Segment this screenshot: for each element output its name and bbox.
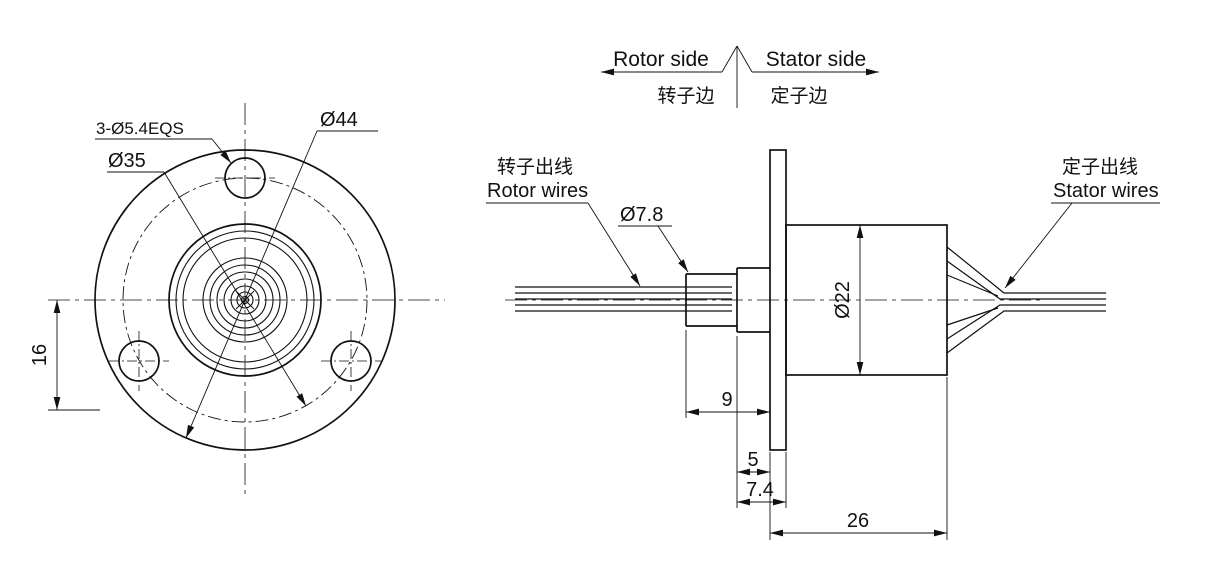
rotor-side-label: Rotor side bbox=[613, 48, 709, 71]
flange-outline-circle bbox=[94, 149, 396, 451]
bolt-circle bbox=[122, 177, 368, 423]
flange-offset-label: 5 bbox=[747, 449, 758, 471]
bolt-holes-callout: 3-Ø5.4EQS bbox=[95, 119, 232, 164]
bolt-circle-leader bbox=[163, 171, 307, 407]
offset-dimension: 16 bbox=[29, 300, 100, 411]
bolt-holes bbox=[109, 157, 381, 391]
rotor-wires-leader bbox=[587, 202, 641, 287]
shaft-collar bbox=[736, 267, 770, 333]
shaft-dia-label: Ø7.8 bbox=[620, 204, 663, 226]
body-rings bbox=[168, 223, 322, 377]
bolt-holes-label: 3-Ø5.4EQS bbox=[96, 119, 184, 138]
side-indicator: Rotor side Stator side 转子边 定子边 bbox=[601, 45, 879, 108]
stator-side-label-zh: 定子边 bbox=[770, 85, 827, 107]
flange-offset-dimension: 5 bbox=[736, 336, 770, 508]
offset-dim-label: 16 bbox=[29, 344, 51, 366]
rotor-wires-label: Rotor wires bbox=[487, 180, 588, 202]
rotor-wires-label-zh: 转子出线 bbox=[497, 156, 573, 178]
stator-body bbox=[785, 224, 948, 376]
body-length-label: 26 bbox=[847, 510, 869, 532]
flange-total-dimension: 7.4 bbox=[737, 452, 787, 508]
front-view: 3-Ø5.4EQS Ø35 Ø44 16 bbox=[29, 103, 445, 497]
side-view: Rotor side Stator side 转子边 定子边 bbox=[486, 45, 1160, 540]
rotor-side-label-zh: 转子边 bbox=[657, 85, 714, 107]
rotor-wires-callout: 转子出线 Rotor wires bbox=[486, 156, 641, 287]
shaft-length-label: 9 bbox=[721, 389, 732, 411]
bolt-circle-dia-label: Ø35 bbox=[108, 150, 146, 172]
stator-wires bbox=[946, 246, 1106, 354]
rotor-shaft bbox=[685, 273, 737, 327]
body-dia-label: Ø22 bbox=[832, 281, 854, 319]
shaft-length-dimension: 9 bbox=[685, 330, 770, 418]
stator-wires-label-zh: 定子出线 bbox=[1062, 156, 1138, 178]
shaft-dia-leader bbox=[657, 225, 689, 273]
stator-side-label: Stator side bbox=[766, 48, 866, 71]
body-dia-dimension: Ø22 bbox=[832, 225, 864, 375]
outer-dia-leader bbox=[185, 130, 318, 439]
body-length-dimension: 26 bbox=[769, 377, 948, 540]
rotor-wires bbox=[515, 286, 732, 312]
outer-dia-label: Ø44 bbox=[320, 109, 358, 131]
flange-total-label: 7.4 bbox=[746, 479, 774, 501]
stator-wires-callout: 定子出线 Stator wires bbox=[1004, 156, 1160, 289]
outer-dia-callout: Ø44 bbox=[185, 109, 378, 439]
divider-right-diagonal bbox=[736, 45, 753, 73]
divider-left-diagonal bbox=[721, 45, 738, 73]
shaft-dia-callout: Ø7.8 bbox=[618, 204, 689, 273]
bolt-circle-callout: Ø35 bbox=[107, 150, 307, 407]
stator-wires-leader bbox=[1004, 202, 1073, 289]
bolt-holes-leader bbox=[211, 138, 232, 164]
stator-wires-label: Stator wires bbox=[1053, 180, 1159, 202]
